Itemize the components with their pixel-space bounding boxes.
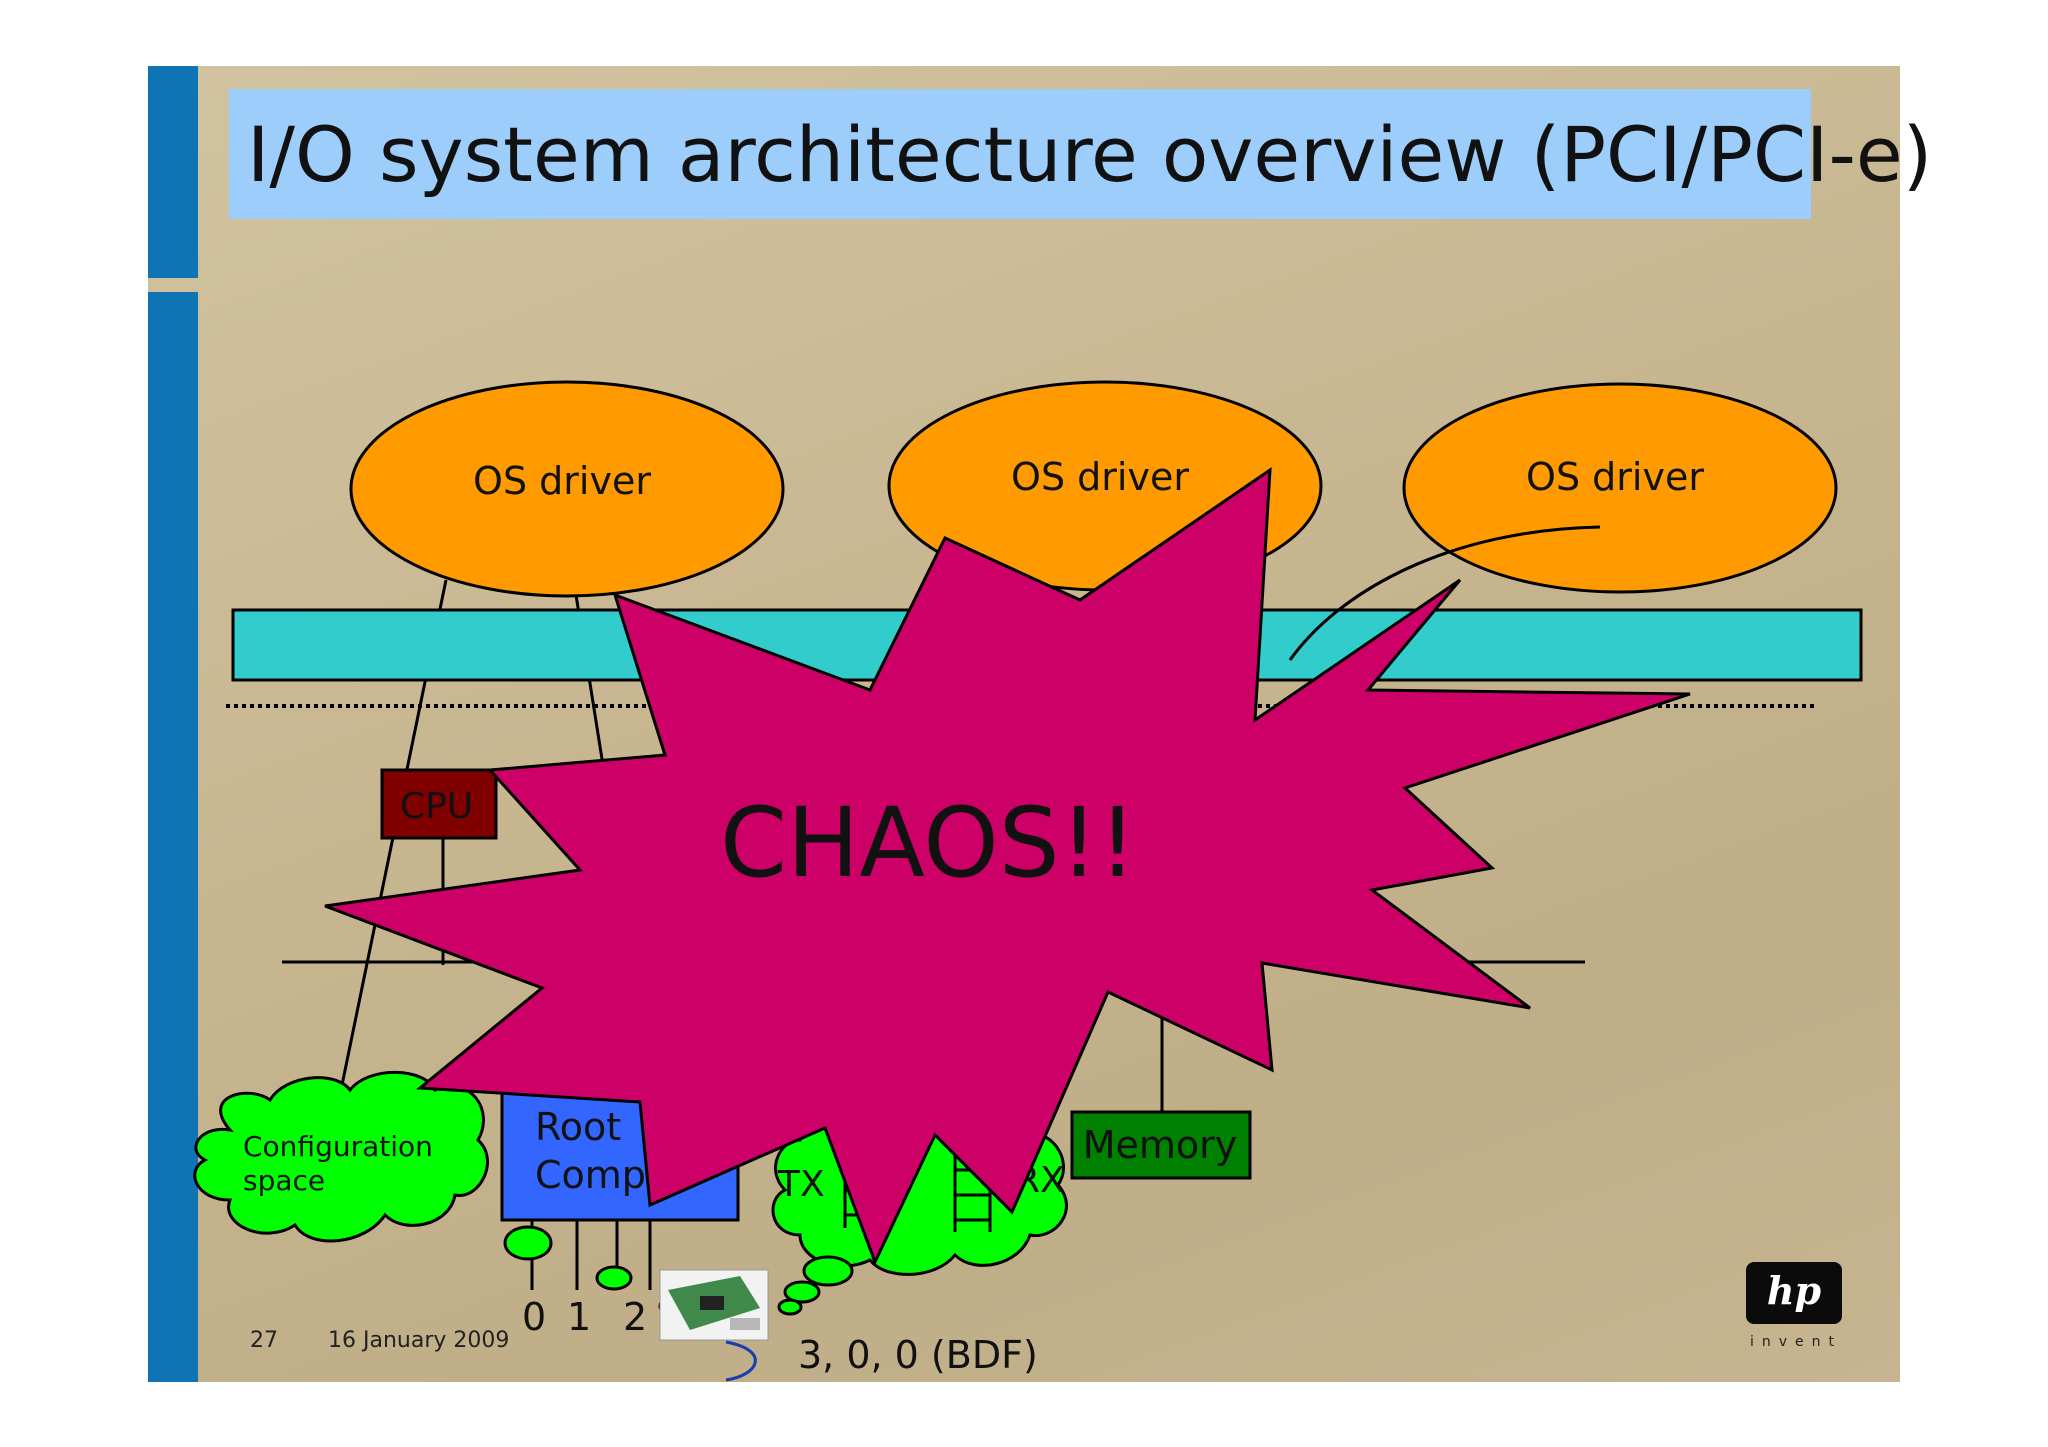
cpu-label: CPU — [400, 786, 473, 827]
hp-logo-tagline: invent — [1749, 1334, 1843, 1350]
hp-logo-mark: hp — [1766, 1268, 1822, 1313]
chaos-starburst: CHAOS!! — [324, 467, 1691, 1266]
bdf-label: 3, 0, 0 (BDF) — [798, 1333, 1038, 1377]
os-driver-label-1: OS driver — [473, 459, 651, 503]
left-accent-bar-lower — [148, 292, 198, 1382]
hp-logo: hp invent — [1746, 1262, 1846, 1358]
config-space-label-2: space — [243, 1164, 325, 1197]
card-pointer-curve — [725, 1340, 757, 1382]
title-banner: I/O system architecture overview (PCI/PC… — [229, 89, 1932, 219]
configuration-space-cloud: Configuration space — [193, 1070, 489, 1243]
tx-rx-bubbles — [777, 1255, 854, 1316]
os-driver-label-3: OS driver — [1526, 455, 1704, 499]
bus-number-1: 1 — [567, 1295, 591, 1339]
config-space-label-1: Configuration — [243, 1130, 433, 1163]
footer-date: 16 January 2009 — [328, 1328, 510, 1353]
root-complex-label-2: Comp — [535, 1153, 646, 1197]
tx-label: TX — [777, 1164, 825, 1205]
bus-number-0: 0 — [522, 1295, 546, 1339]
os-driver-1: OS driver — [349, 380, 785, 598]
memory-label: Memory — [1083, 1123, 1238, 1167]
root-complex-label-1: Root — [535, 1105, 621, 1149]
os-driver-3: OS driver — [1402, 382, 1838, 594]
memory-box: Memory — [1070, 1110, 1252, 1180]
slide-title: I/O system architecture overview (PCI/PC… — [247, 110, 1933, 199]
left-accent-bar — [148, 66, 198, 278]
network-card-image — [659, 1269, 769, 1341]
os-driver-label-2: OS driver — [1011, 455, 1189, 499]
page-number: 27 — [250, 1328, 278, 1353]
bus-number-2: 2 — [623, 1295, 647, 1339]
cpu-box: CPU — [380, 768, 498, 840]
hp-logo-badge: hp — [1746, 1262, 1842, 1324]
chaos-label: CHAOS!! — [720, 787, 1137, 899]
